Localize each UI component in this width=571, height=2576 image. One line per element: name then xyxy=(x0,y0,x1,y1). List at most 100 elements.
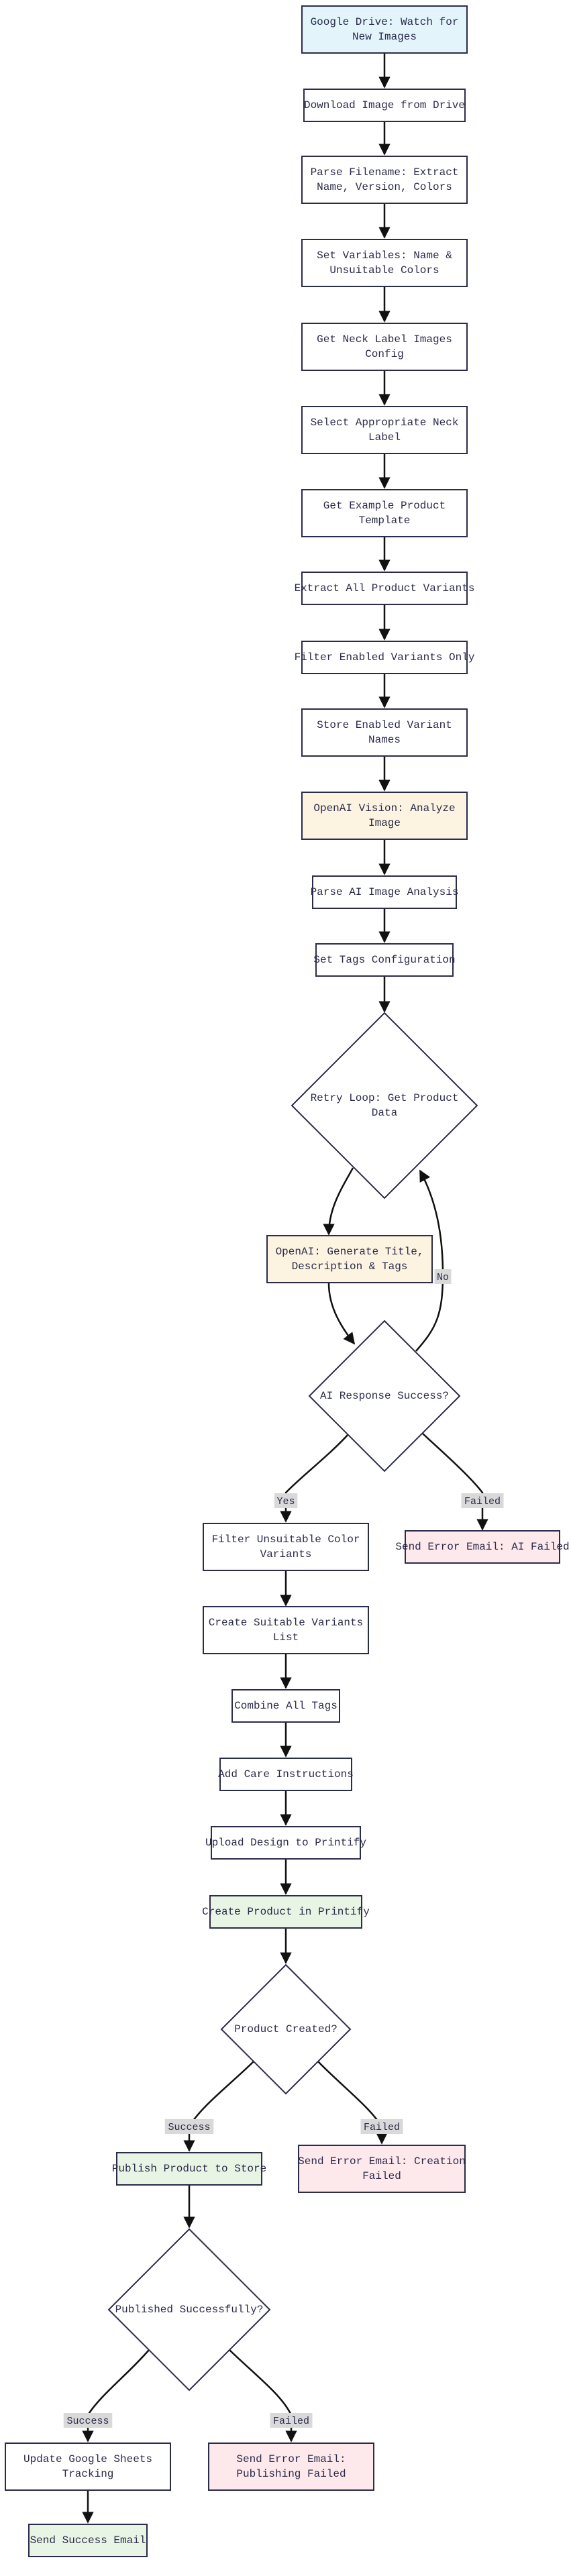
edge-label-text: Failed xyxy=(273,2416,309,2427)
node-label: Send Error Email:Publishing Failed xyxy=(236,2453,346,2480)
node-box xyxy=(301,572,468,605)
node-label: Create Product in Printify xyxy=(202,1906,370,1918)
node-published-ok: Published Successfully? xyxy=(107,2228,271,2392)
edge-label-bg xyxy=(434,1269,452,1284)
node-label: Product Created? xyxy=(234,2023,338,2035)
node-label: Add Care Instructions xyxy=(218,1768,354,1780)
node-label: Send Success Email xyxy=(30,2534,146,2546)
node-box xyxy=(301,489,468,537)
node-box xyxy=(266,1235,433,1283)
node-label: Set Variables: Name &Unsuitable Colors xyxy=(317,250,452,276)
node-set-variables: Set Variables: Name &Unsuitable Colors xyxy=(301,239,468,287)
node-box xyxy=(208,2443,374,2491)
node-box xyxy=(315,943,454,977)
edge-generate-success xyxy=(327,1283,356,1345)
edge-published-error-failed xyxy=(229,2349,297,2443)
node-label: Set Tags Configuration xyxy=(313,954,455,966)
node-send-success: Send Success Email xyxy=(28,2524,148,2557)
node-label: Upload Design to Printify xyxy=(205,1837,366,1849)
node-box xyxy=(209,1895,362,1929)
node-label: AI Response Success? xyxy=(320,1390,449,1402)
node-box xyxy=(231,1689,340,1723)
node-box xyxy=(312,875,457,909)
node-box xyxy=(211,1826,361,1860)
node-extract-variants: Extract All Product Variants xyxy=(295,572,475,605)
node-box xyxy=(219,1758,352,1791)
edge-label-text: Success xyxy=(66,2416,109,2427)
node-label: Filter Enabled Variants Only xyxy=(295,651,475,663)
node-error-publishing: Send Error Email:Publishing Failed xyxy=(208,2443,374,2491)
decision-diamond xyxy=(107,2228,271,2392)
node-label: Download Image from Drive xyxy=(304,99,465,111)
node-filter-enabled: Filter Enabled Variants Only xyxy=(295,641,475,674)
node-box xyxy=(301,641,468,674)
edge-label-bg xyxy=(274,1493,298,1508)
node-label: Send Error Email: AI Failed xyxy=(395,1541,569,1553)
edge-success-error-failed xyxy=(422,1433,488,1531)
edge-label-bg xyxy=(461,1493,504,1508)
node-box xyxy=(298,2145,466,2193)
node-ai-success: AI Response Success? xyxy=(308,1320,461,1472)
node-box xyxy=(405,1530,560,1564)
edges-layer xyxy=(82,54,488,2524)
edge-label-ai-failed: Failed xyxy=(461,1493,504,1508)
edge-label-created-success: Success xyxy=(164,2119,214,2134)
node-openai-generate: OpenAI: Generate Title,Description & Tag… xyxy=(266,1235,433,1283)
edge-label-published-success: Success xyxy=(63,2413,113,2428)
node-parse-ai: Parse AI Image Analysis xyxy=(311,875,459,909)
node-upload-design: Upload Design to Printify xyxy=(205,1826,366,1860)
edge-label-text: No xyxy=(437,1272,449,1283)
decision-diamond xyxy=(308,1320,461,1472)
edge-label-ai-yes: Yes xyxy=(274,1493,298,1508)
node-error-ai: Send Error Email: AI Failed xyxy=(395,1530,570,1564)
node-add-care: Add Care Instructions xyxy=(218,1758,354,1791)
edge-published-sheets-success xyxy=(82,2349,150,2443)
edge-label-bg xyxy=(63,2413,113,2428)
edge-label-created-failed: Failed xyxy=(360,2119,403,2134)
node-box xyxy=(203,1523,369,1571)
node-download-image: Download Image from Drive xyxy=(303,89,466,122)
decision-diamond xyxy=(220,1964,352,2095)
node-box xyxy=(301,708,468,757)
node-publish-product: Publish Product to Store xyxy=(112,2152,266,2186)
node-label: Extract All Product Variants xyxy=(295,582,475,594)
node-label: Combine All Tags xyxy=(234,1700,338,1712)
node-box xyxy=(301,5,468,54)
decision-diamond xyxy=(291,1012,478,1199)
edge-label-published-failed: Failed xyxy=(270,2413,313,2428)
node-box xyxy=(5,2443,171,2491)
node-box xyxy=(301,239,468,287)
node-label: Parse AI Image Analysis xyxy=(311,886,459,898)
node-product-created: Product Created? xyxy=(220,1964,352,2095)
node-label: Published Successfully? xyxy=(115,2304,264,2316)
edge-label-text: Failed xyxy=(364,2122,400,2133)
edge-created-publish-success xyxy=(183,2061,254,2152)
node-box xyxy=(116,2152,262,2186)
node-create-product: Create Product in Printify xyxy=(202,1895,370,1929)
node-combine-tags: Combine All Tags xyxy=(231,1689,340,1723)
node-box xyxy=(303,89,466,122)
